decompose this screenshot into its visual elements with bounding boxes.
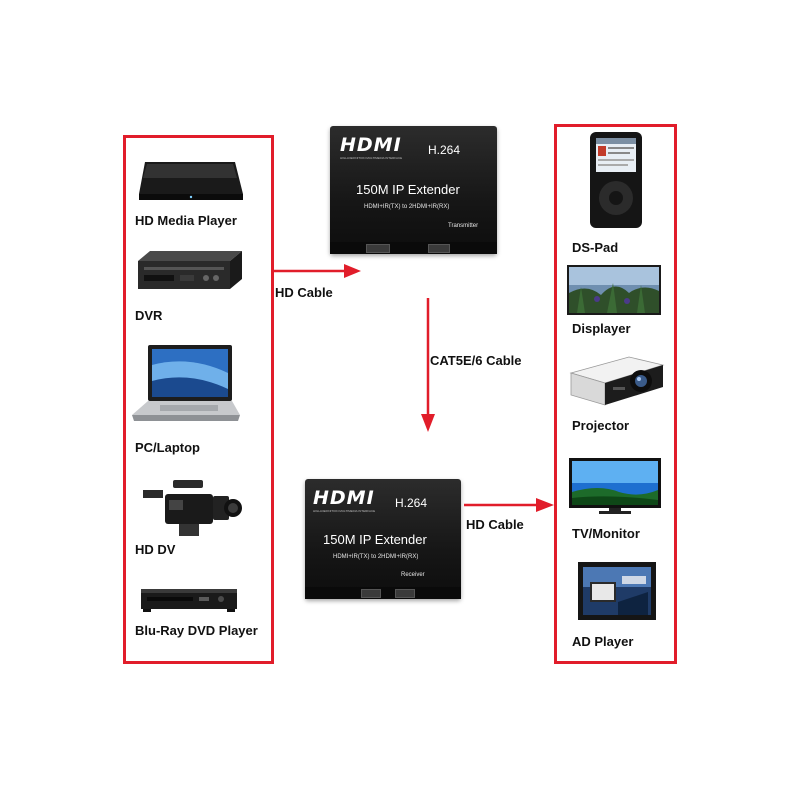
arrow-transmitter-to-receiver	[421, 298, 435, 432]
source-label-bluray-dvd-player: Blu-Ray DVD Player	[135, 623, 258, 638]
source-label-hd-dv: HD DV	[135, 542, 176, 557]
lan-port	[428, 244, 450, 253]
lan-port	[395, 589, 415, 598]
receiver-label: Receiver	[401, 572, 425, 578]
hdmi-port	[361, 589, 381, 598]
source-label-pc-laptop: PC/Laptop	[135, 440, 200, 455]
receiver-unit: HDMI HIGH-DEFINITION MULTIMEDIA INTERFAC…	[305, 479, 461, 599]
extender-subtitle: HDMI+IR(TX) to 2HDMI+IR(RX)	[333, 554, 419, 560]
source-label-dvr: DVR	[135, 308, 163, 323]
hdmi-tagline: HIGH-DEFINITION MULTIMEDIA INTERFACE	[340, 156, 403, 160]
extender-title: 150M IP Extender	[323, 532, 427, 547]
cable-label-display: HD Cable	[466, 517, 524, 532]
display-label-tv-monitor: TV/Monitor	[572, 526, 640, 541]
extender-subtitle: HDMI+IR(TX) to 2HDMI+IR(RX)	[364, 204, 450, 210]
extender-title: 150M IP Extender	[356, 182, 460, 197]
display-label-ds-pad: DS-Pad	[572, 240, 619, 255]
display-label-displayer: Displayer	[572, 321, 631, 336]
arrow-source-to-transmitter	[274, 264, 361, 278]
source-devices-panel	[123, 135, 274, 664]
transmitter-label: Transmitter	[448, 223, 479, 229]
cable-label-link: CAT5E/6 Cable	[430, 353, 522, 368]
codec-label: H.264	[428, 143, 461, 157]
display-label-ad-player: AD Player	[572, 634, 634, 649]
arrow-receiver-to-display	[464, 498, 554, 512]
hdmi-logo: HDMI	[340, 134, 402, 156]
source-label-hd-media-player: HD Media Player	[135, 213, 237, 228]
transmitter-unit: HDMI HIGH-DEFINITION MULTIMEDIA INTERFAC…	[330, 126, 497, 254]
codec-label: H.264	[395, 496, 428, 510]
display-label-projector: Projector	[572, 418, 630, 433]
display-devices-panel	[554, 124, 677, 664]
hdmi-tagline: HIGH-DEFINITION MULTIMEDIA INTERFACE	[313, 509, 376, 513]
hdmi-logo: HDMI	[313, 487, 375, 509]
hdmi-port	[366, 244, 390, 253]
cable-label-source: HD Cable	[275, 285, 333, 300]
